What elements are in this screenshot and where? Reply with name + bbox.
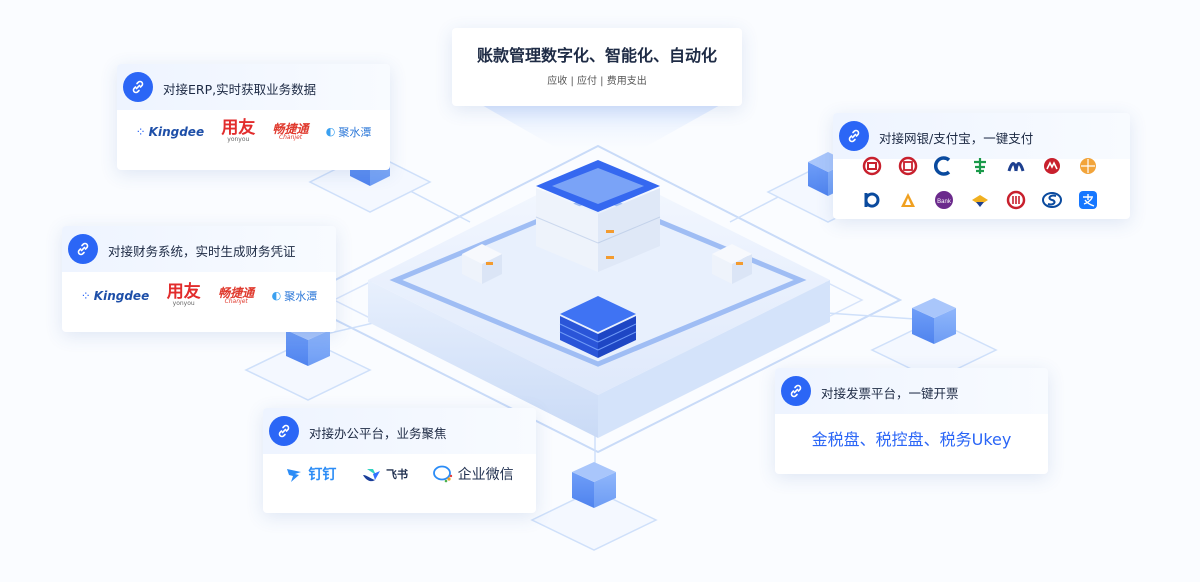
headline-subtitle: 应收 | 应付 | 费用支出 xyxy=(547,76,647,87)
card-title: 对接办公平台，业务聚焦 xyxy=(309,426,447,441)
jushuitan-logo: ◐聚水潭 xyxy=(271,289,318,303)
abc-logo xyxy=(969,155,991,177)
card-title: 对接网银/支付宝，一键支付 xyxy=(879,131,1034,146)
spdb-logo xyxy=(969,189,991,211)
satellite-pad-right xyxy=(870,298,998,381)
light-beam xyxy=(480,104,722,150)
ccb-logo xyxy=(933,155,955,177)
main-platform-right xyxy=(598,280,830,438)
card-header xyxy=(117,64,390,110)
bank-logo: Bank xyxy=(933,189,955,211)
headline-title: 账款管理数字化、智能化、自动化 xyxy=(476,46,717,65)
svg-text:Bank: Bank xyxy=(937,199,952,205)
outer-ring xyxy=(293,144,903,454)
satellite-pad-left xyxy=(244,320,372,401)
invoice-integration-card: 对接发票平台，一键开票 金税盘、税控盘、税务Ukey xyxy=(775,368,1048,474)
icbc-logo xyxy=(897,155,919,177)
card-title: 对接财务系统，实时生成财务凭证 xyxy=(108,244,296,259)
card-header xyxy=(62,226,336,272)
bank-integration-card: 对接网银/支付宝，一键支付 Bank xyxy=(833,113,1130,219)
wecom-logo: 企业微信 xyxy=(432,464,514,484)
cmb-logo xyxy=(1041,155,1063,177)
blue-stack xyxy=(559,296,637,358)
link-icon xyxy=(123,72,153,102)
boc-logo xyxy=(861,155,883,177)
office-logo-row: 钉钉 飞书 企业微信 xyxy=(273,464,526,484)
small-cube-right xyxy=(712,244,752,284)
satellite-pad-bottom xyxy=(530,462,658,551)
jushuitan-logo: ◐聚水潭 xyxy=(325,125,372,139)
link-icon xyxy=(839,121,869,151)
tax-devices-text: 金税盘、税控盘、税务Ukey xyxy=(811,430,1012,449)
link-icon xyxy=(781,376,811,406)
kingdee-logo: ⁘Kingdee xyxy=(135,124,205,139)
link-icon xyxy=(68,234,98,264)
card-title: 对接发票平台，一键开票 xyxy=(821,386,959,401)
hxb-logo xyxy=(1077,155,1099,177)
main-platform-left xyxy=(368,280,598,438)
card-header xyxy=(263,408,536,454)
alipay-logo xyxy=(1077,189,1099,211)
card-title: 对接ERP,实时获取业务数据 xyxy=(163,82,317,97)
card-header xyxy=(833,113,1130,159)
link-icon xyxy=(269,416,299,446)
office-integration-card: 对接办公平台，业务聚焦 钉钉 飞书 企业微信 xyxy=(263,408,536,513)
server-tower xyxy=(535,160,661,272)
kingdee-logo: ⁘Kingdee xyxy=(80,288,150,303)
bocom-logo xyxy=(1005,155,1027,177)
small-cube-left xyxy=(462,244,502,284)
dingtalk-logo: 钉钉 xyxy=(285,464,336,484)
feishu-logo: 飞书 xyxy=(361,466,408,482)
bank-logo-grid: Bank xyxy=(861,155,1113,211)
citic-logo xyxy=(1005,189,1027,211)
headline-card: 账款管理数字化、智能化、自动化 应收 | 应付 | 费用支出 xyxy=(452,28,742,106)
cib-logo xyxy=(1041,189,1063,211)
gfb-logo xyxy=(897,189,919,211)
bob-logo xyxy=(861,189,883,211)
card-header xyxy=(775,368,1048,414)
